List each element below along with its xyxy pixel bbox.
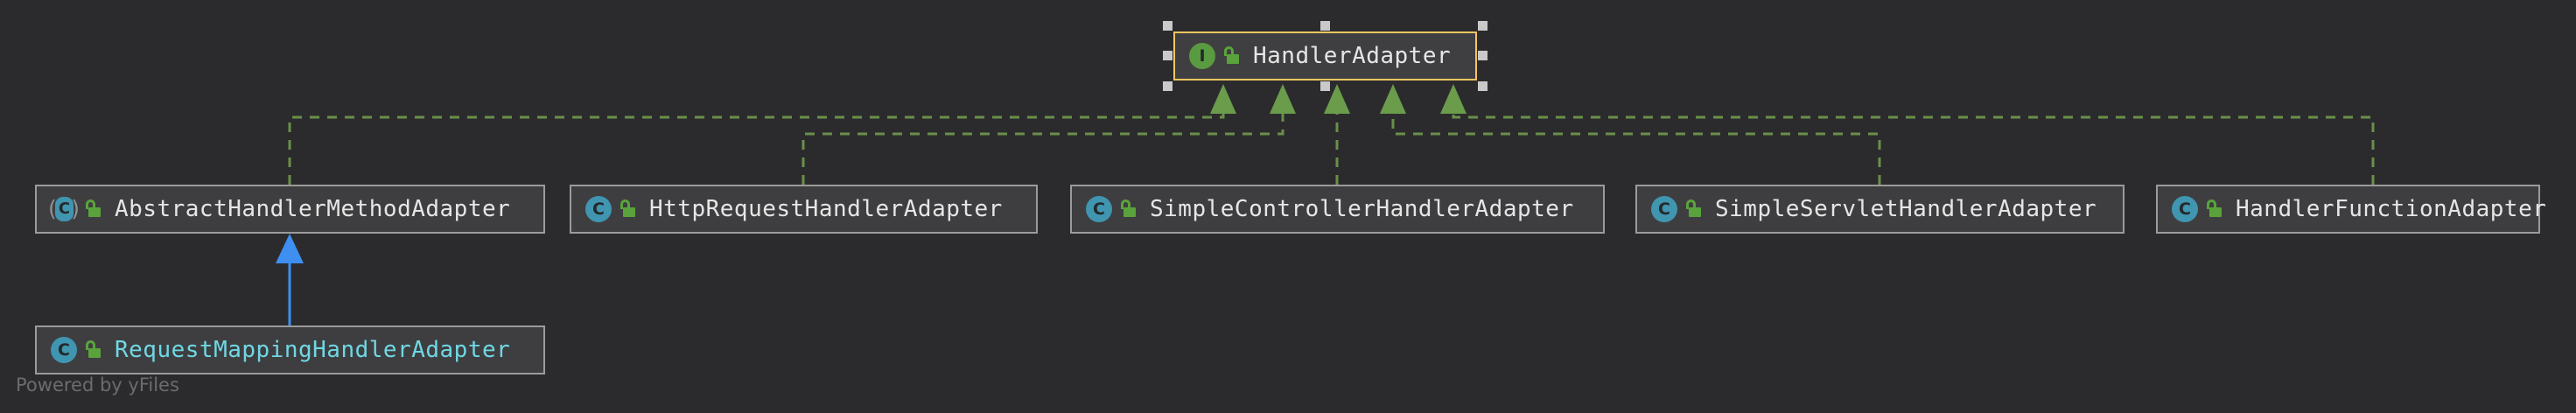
class-icon: C [2170, 194, 2200, 224]
yfiles-watermark: Powered by yFiles [16, 374, 179, 396]
class-node-handler-adapter[interactable]: I HandlerAdapter [1173, 32, 1477, 80]
class-node-simple-controller-handler-adapter[interactable]: C SimpleControllerHandlerAdapter [1070, 185, 1605, 234]
unlocked-padlock-icon [85, 200, 102, 219]
class-node-request-mapping-handler-adapter[interactable]: C RequestMappingHandlerAdapter [35, 326, 545, 374]
class-node-label: SimpleControllerHandlerAdapter [1150, 196, 1574, 222]
selection-handle-ne[interactable] [1478, 21, 1488, 31]
generalization-arrowhead [276, 234, 304, 263]
selection-handle-se[interactable] [1478, 81, 1488, 91]
selection-handle-n[interactable] [1320, 21, 1330, 31]
class-node-label: SimpleServletHandlerAdapter [1715, 196, 2097, 222]
abstract-class-icon: ( C ) [48, 196, 80, 221]
class-node-simple-servlet-handler-adapter[interactable]: C SimpleServletHandlerAdapter [1635, 185, 2124, 234]
selection-handle-w[interactable] [1163, 51, 1172, 60]
unlocked-padlock-icon [85, 340, 102, 360]
realization-arrowhead [1440, 84, 1466, 114]
selection-handle-sw[interactable] [1163, 81, 1172, 91]
unlocked-padlock-icon [1223, 46, 1241, 66]
class-node-label: HttpRequestHandlerAdapter [649, 196, 1003, 222]
unlocked-padlock-icon [1120, 200, 1138, 219]
realization-arrowhead [1210, 84, 1236, 114]
class-node-http-request-handler-adapter[interactable]: C HttpRequestHandlerAdapter [570, 185, 1038, 234]
class-node-label: HandlerFunctionAdapter [2236, 196, 2547, 222]
class-node-label: AbstractHandlerMethodAdapter [115, 196, 511, 222]
class-icon: C [1084, 194, 1114, 224]
interface-icon: I [1187, 41, 1217, 71]
class-icon: C [584, 194, 613, 224]
realization-arrowheads [1210, 84, 1466, 114]
class-node-handler-function-adapter[interactable]: C HandlerFunctionAdapter [2156, 185, 2546, 234]
class-node-label: HandlerAdapter [1253, 43, 1452, 69]
selection-handle-nw[interactable] [1163, 21, 1172, 31]
unlocked-padlock-icon [1685, 200, 1703, 219]
realization-arrowhead [1380, 84, 1406, 114]
class-node-abstract-handler-method-adapter[interactable]: ( C ) AbstractHandlerMethodAdapter [35, 185, 545, 234]
selection-handle-e[interactable] [1478, 51, 1488, 60]
edge-simple-servlet-realizes-path [1391, 88, 1881, 185]
class-icon: C [1649, 194, 1679, 224]
edge-handler-function-realizes-path [1452, 88, 2375, 185]
class-node-label: RequestMappingHandlerAdapter [115, 337, 511, 363]
unlocked-padlock-icon [620, 200, 637, 219]
edge-abstract-realizes-path [288, 88, 1225, 185]
realization-arrowhead [1270, 84, 1296, 114]
edge-http-realizes-path [802, 88, 1284, 185]
selection-handle-s[interactable] [1320, 81, 1330, 91]
unlocked-padlock-icon [2206, 200, 2223, 219]
class-icon: C [49, 335, 79, 365]
